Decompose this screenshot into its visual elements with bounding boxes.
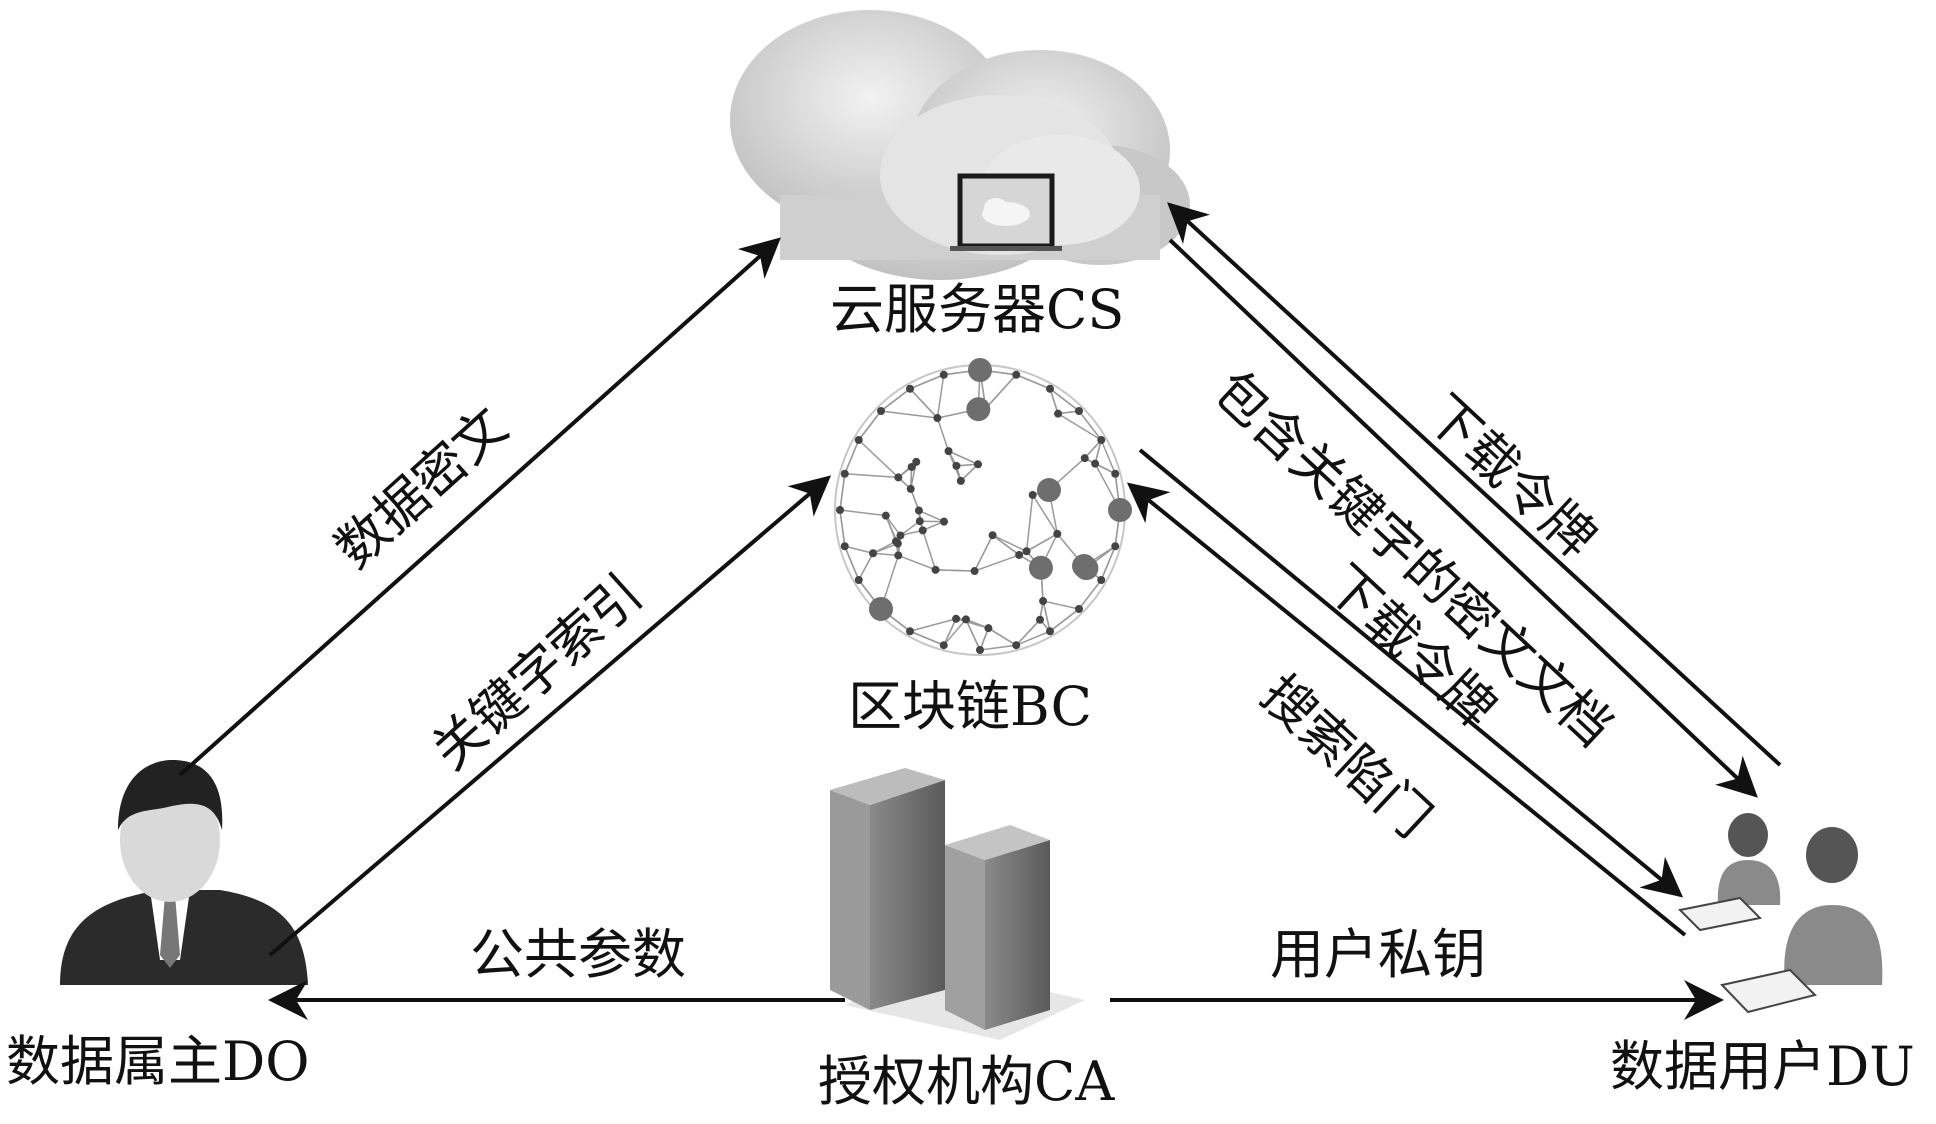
arrow-user-to-cloud xyxy=(1167,202,1782,767)
authority-buildings-icon xyxy=(830,768,1085,1040)
arrow-user-to-blockchain xyxy=(1126,482,1687,937)
public-params-label: 公共参数 xyxy=(470,923,686,986)
arrow-blockchain-to-user xyxy=(1138,448,1684,898)
cloud-server-icon xyxy=(730,10,1190,280)
arrow-owner-to-blockchain xyxy=(268,475,832,957)
cloud-server-label: 云服务器CS xyxy=(830,278,1125,341)
user-private-key-label: 用户私钥 xyxy=(1270,923,1486,986)
authority-label: 授权机构CA xyxy=(818,1050,1115,1113)
data-user-figures-icon xyxy=(1677,813,1883,1014)
data-owner-avatar-icon xyxy=(60,760,308,985)
arrow-cloud-to-user xyxy=(1168,238,1758,798)
arrow-owner-to-cloud xyxy=(178,237,781,777)
blockchain-network-icon xyxy=(834,358,1132,656)
data-user-label: 数据用户DU xyxy=(1610,1035,1915,1098)
data-owner-label: 数据属主DO xyxy=(6,1030,310,1093)
blockchain-label: 区块链BC xyxy=(848,675,1093,738)
